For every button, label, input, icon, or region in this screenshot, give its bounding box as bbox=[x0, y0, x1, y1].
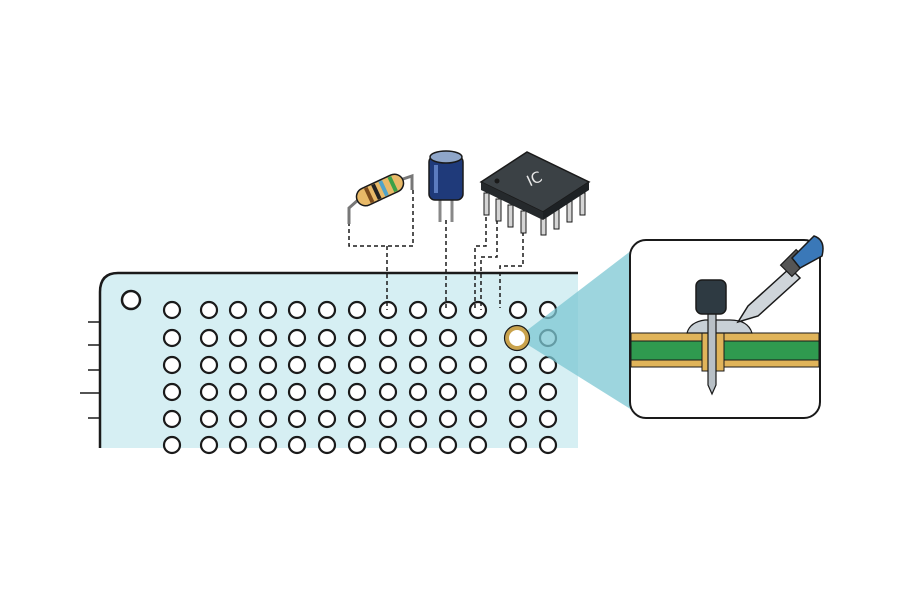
board-hole bbox=[408, 435, 428, 455]
board-hole bbox=[228, 355, 248, 375]
board-hole bbox=[538, 409, 558, 429]
board-hole bbox=[317, 382, 337, 402]
board-hole bbox=[228, 409, 248, 429]
board-hole bbox=[347, 355, 367, 375]
board-hole bbox=[228, 435, 248, 455]
board-hole bbox=[378, 355, 398, 375]
board-hole bbox=[317, 409, 337, 429]
board-hole bbox=[508, 435, 528, 455]
capacitor-icon bbox=[428, 150, 464, 222]
board-hole bbox=[438, 300, 458, 320]
board-hole bbox=[258, 355, 278, 375]
highlighted-hole bbox=[505, 326, 529, 350]
hole-grid bbox=[162, 300, 558, 455]
board-hole bbox=[438, 328, 458, 348]
board-hole bbox=[508, 382, 528, 402]
board-hole bbox=[317, 435, 337, 455]
board-hole bbox=[438, 435, 458, 455]
resistor-icon bbox=[347, 173, 414, 224]
board-hole bbox=[287, 435, 307, 455]
board-hole bbox=[468, 409, 488, 429]
board-hole bbox=[258, 300, 278, 320]
board-hole bbox=[199, 328, 219, 348]
board-hole bbox=[199, 382, 219, 402]
board-hole bbox=[378, 435, 398, 455]
board-hole bbox=[378, 382, 398, 402]
board-hole bbox=[162, 300, 182, 320]
board-hole bbox=[408, 355, 428, 375]
board-hole bbox=[317, 300, 337, 320]
perfboard bbox=[80, 271, 578, 455]
solder-fillet bbox=[686, 319, 753, 334]
board-hole bbox=[287, 300, 307, 320]
board-hole bbox=[408, 409, 428, 429]
board-hole bbox=[508, 409, 528, 429]
board-hole bbox=[162, 382, 182, 402]
board-hole bbox=[228, 382, 248, 402]
board-hole bbox=[347, 435, 367, 455]
board-hole bbox=[438, 355, 458, 375]
board-hole bbox=[347, 382, 367, 402]
board-hole bbox=[258, 409, 278, 429]
board-hole bbox=[468, 328, 488, 348]
board-hole bbox=[258, 382, 278, 402]
board-hole bbox=[258, 435, 278, 455]
board-hole bbox=[287, 382, 307, 402]
board-hole bbox=[199, 300, 219, 320]
ic-label: IC bbox=[524, 168, 545, 191]
board-hole bbox=[468, 435, 488, 455]
board-hole bbox=[378, 409, 398, 429]
board-hole bbox=[317, 355, 337, 375]
board-hole bbox=[438, 409, 458, 429]
board-hole bbox=[287, 355, 307, 375]
board-hole bbox=[408, 328, 428, 348]
board-hole bbox=[162, 355, 182, 375]
board-hole bbox=[162, 328, 182, 348]
board-hole bbox=[162, 409, 182, 429]
mounting-hole bbox=[120, 289, 142, 311]
board-hole bbox=[162, 435, 182, 455]
placement-guides bbox=[348, 188, 524, 310]
board-hole bbox=[199, 355, 219, 375]
board-edge-ticks bbox=[80, 321, 100, 419]
pcb-cross-section bbox=[630, 332, 820, 372]
board-hole bbox=[468, 355, 488, 375]
board-hole bbox=[199, 409, 219, 429]
board-hole bbox=[258, 328, 278, 348]
board-hole bbox=[538, 382, 558, 402]
board-hole bbox=[538, 435, 558, 455]
board-hole bbox=[408, 300, 428, 320]
board-hole bbox=[317, 328, 337, 348]
soldering-iron-icon bbox=[736, 235, 824, 324]
board-hole bbox=[408, 382, 428, 402]
board-hole bbox=[378, 328, 398, 348]
board-hole bbox=[347, 300, 367, 320]
board-hole bbox=[468, 300, 488, 320]
board-hole bbox=[508, 300, 528, 320]
board-hole bbox=[199, 435, 219, 455]
board-hole bbox=[347, 409, 367, 429]
transistor-body bbox=[695, 279, 727, 315]
board-hole bbox=[438, 382, 458, 402]
board-hole bbox=[228, 328, 248, 348]
board-hole bbox=[287, 328, 307, 348]
component-lead bbox=[707, 309, 717, 396]
ic-chip-icon: IC bbox=[479, 151, 591, 236]
board-hole bbox=[287, 409, 307, 429]
board-hole bbox=[468, 382, 488, 402]
solder-joint-inset bbox=[629, 235, 824, 419]
board-hole bbox=[378, 300, 398, 320]
board-hole bbox=[508, 355, 528, 375]
magnification-cone bbox=[517, 250, 632, 410]
board-hole bbox=[228, 300, 248, 320]
board-hole bbox=[347, 328, 367, 348]
